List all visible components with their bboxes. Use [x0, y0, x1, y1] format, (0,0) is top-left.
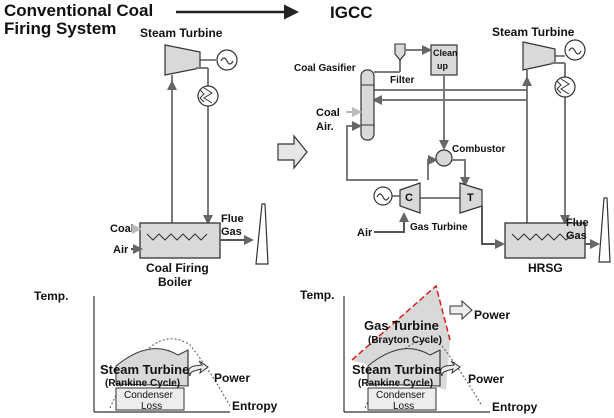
right-coal-label: Coal [316, 107, 340, 119]
ts-left-power-arrow [188, 360, 209, 377]
transition-arrow-icon [277, 134, 308, 170]
ts-left-condenser-2: Loss [141, 401, 162, 412]
ts-right-condenser-1: Condenser [376, 390, 426, 401]
left-coal-label: Coal [110, 223, 134, 235]
gas-turbine-label: Gas Turbine [410, 222, 468, 233]
ts-right-dome [364, 340, 483, 409]
cleanup-label-1: Clean [433, 48, 458, 58]
ts-right-gas-turbine: Gas Turbine [364, 318, 439, 333]
compressor [399, 182, 421, 214]
right-steam-turbine [522, 41, 556, 71]
ts-right-condenser-2: Loss [393, 401, 414, 412]
combustor [435, 149, 453, 167]
left-steam-turbine [164, 44, 201, 76]
ts-right-steam-turbine: Steam Turbine [352, 362, 441, 377]
ts-left-condenser-box [115, 387, 185, 411]
ts-left-temp: Temp. [34, 289, 68, 303]
right-title: IGCC [330, 3, 373, 22]
filter-label: Filter [390, 75, 415, 86]
ts-left-steam-turbine: Steam Turbine [100, 362, 189, 377]
filter [394, 43, 406, 61]
ts-left-power: Power [214, 371, 250, 385]
ts-right-temp: Temp. [300, 288, 334, 302]
generator-icon [373, 186, 400, 206]
ts-right-power-steam-arrow [440, 360, 461, 377]
left-air-label: Air [113, 244, 129, 256]
ts-right-brayton: (Brayton Cycle) [368, 335, 442, 346]
ts-right-power-steam: Power [468, 372, 504, 386]
cleanup-label-2: up [437, 61, 448, 71]
left-steam-turbine-label: Steam Turbine [140, 26, 223, 40]
ts-right-brayton-outline [351, 284, 451, 361]
ts-left-condenser-1: Condenser [124, 390, 174, 401]
compressor-label: C [405, 192, 413, 204]
right-air-in-label: Air. [316, 121, 334, 133]
ts-right-condenser-box [367, 387, 437, 411]
ts-right-power-gas-arrow [449, 299, 473, 321]
heat-exchanger-icon [554, 76, 576, 98]
heat-exchanger-icon [197, 85, 219, 107]
right-flue-label-2: Gas [566, 230, 587, 242]
hrsg [504, 222, 586, 259]
ts-left-rankine: (Rankine Cycle) [105, 378, 180, 389]
stack-icon [598, 197, 611, 263]
stack-icon [255, 203, 269, 265]
ts-right-rankine-area [367, 348, 441, 387]
left-flue-label-2: Gas [221, 226, 242, 238]
cleanup-unit [430, 44, 458, 76]
coal-gasifier-label: Coal Gasifier [294, 63, 356, 74]
left-title-line2: Firing System [4, 19, 116, 38]
right-air-label: Air [357, 227, 373, 239]
right-flue-label-1: Flue [566, 217, 589, 229]
right-steam-turbine-label: Steam Turbine [492, 25, 575, 39]
left-boiler-label-1: Coal Firing [146, 261, 209, 275]
coal-gasifier [360, 69, 375, 141]
generator-icon [555, 39, 586, 61]
left-boiler-label-2: Boiler [158, 275, 192, 289]
left-flue-label-1: Flue [221, 213, 244, 225]
ts-left-entropy: Entropy [232, 399, 278, 413]
generator-icon [200, 49, 238, 71]
ts-right-entropy: Entropy [492, 400, 538, 414]
combustor-label: Combustor [452, 144, 505, 155]
ts-right-power-gas: Power [474, 308, 510, 322]
left-title-line1: Conventional Coal [4, 1, 153, 20]
ts-left-rankine-area [115, 348, 189, 387]
coal-firing-boiler [139, 222, 221, 259]
turbine-label: T [467, 192, 474, 204]
ts-right-rankine: (Rankine Cycle) [358, 378, 433, 389]
hrsg-label: HRSG [528, 261, 563, 275]
